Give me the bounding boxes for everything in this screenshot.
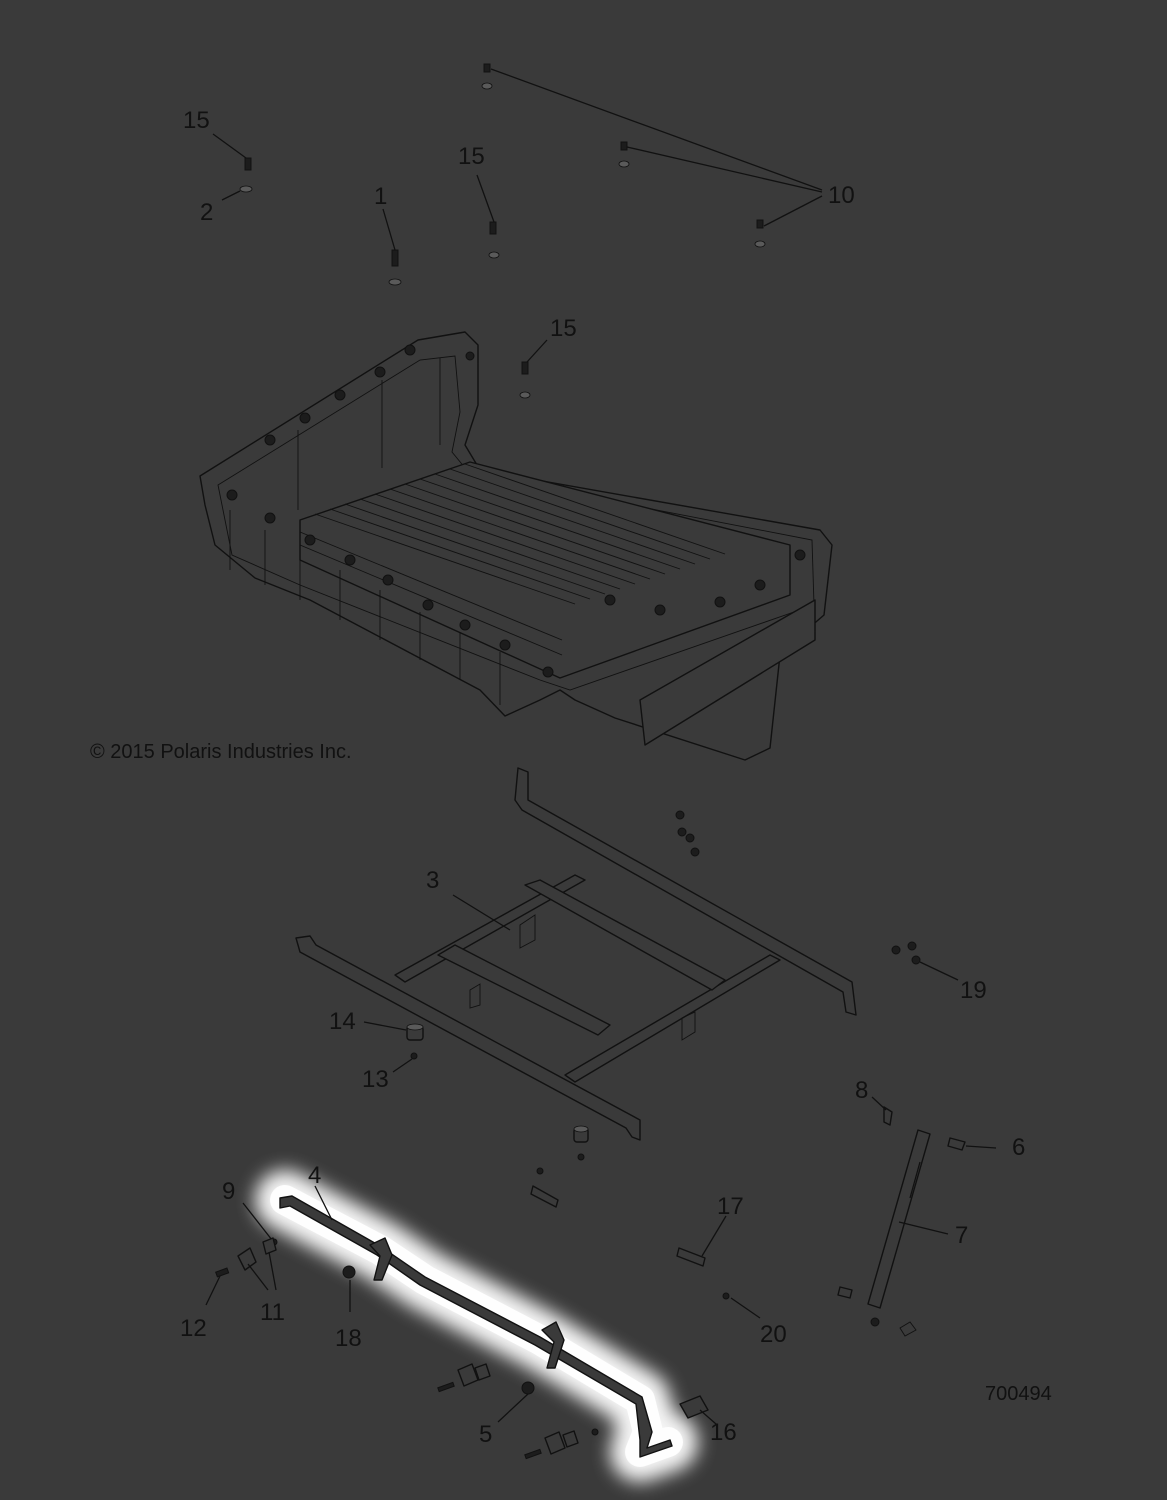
callout-2: 2 [200, 199, 213, 226]
floor-ribs [299, 463, 726, 656]
callout-5: 5 [479, 1421, 492, 1448]
bolt-15c [519, 361, 531, 399]
callout-12: 12 [180, 1315, 207, 1342]
callout-6: 6 [1012, 1134, 1025, 1161]
callout-13: 13 [362, 1066, 389, 1093]
bolt-15b [488, 221, 500, 259]
gas-strut-7 [867, 1129, 949, 1337]
callout-1: 1 [374, 183, 387, 210]
callout-20: 20 [760, 1321, 787, 1348]
frame-fasteners [675, 810, 700, 857]
callout-labels: 15 2 15 1 10 15 3 19 14 13 8 6 4 9 17 7 … [180, 107, 1025, 1448]
screw-13 [410, 1052, 418, 1060]
callout-4: 4 [308, 1162, 321, 1189]
callout-11: 11 [260, 1299, 285, 1326]
front-wall [229, 510, 501, 705]
callout-15: 15 [458, 143, 485, 170]
callout-10: 10 [828, 182, 855, 209]
latch-hardware-right [437, 1363, 717, 1460]
washer-2 [239, 185, 253, 193]
bumper-center [573, 1125, 589, 1161]
callout-15: 15 [550, 315, 577, 342]
pin-center [530, 1167, 559, 1208]
sub-frame [295, 767, 857, 1141]
bumper-14 [406, 1023, 424, 1041]
back-wall [297, 358, 441, 510]
callout-14: 14 [329, 1008, 356, 1035]
latch-hardware-left [205, 1202, 356, 1312]
bolt-10a [481, 63, 493, 90]
callout-9: 9 [222, 1178, 235, 1205]
callout-7: 7 [955, 1222, 968, 1249]
bolt-15a [244, 157, 252, 171]
bolt-10b [618, 141, 630, 168]
pin-8 [883, 1106, 893, 1126]
bolt-10c [754, 219, 766, 248]
rim-holes [226, 344, 806, 678]
callout-8: 8 [855, 1077, 868, 1104]
fastener-group-top [212, 63, 823, 399]
clip-20 [722, 1292, 730, 1300]
pin-17 [676, 1247, 706, 1267]
callout-3: 3 [426, 867, 439, 894]
callout-15: 15 [183, 107, 210, 134]
callout-16: 16 [710, 1419, 737, 1446]
copyright-notice: © 2015 Polaris Industries Inc. [90, 741, 352, 763]
callout-19: 19 [960, 977, 987, 1004]
latch-rod-4 [279, 1195, 673, 1458]
cargo-box [199, 331, 833, 761]
fasteners-19 [891, 941, 959, 981]
pin-small [837, 1286, 853, 1299]
pin-6 [947, 1137, 966, 1151]
diagram-number: 700494 [985, 1383, 1052, 1405]
callout-17: 17 [717, 1193, 744, 1220]
callout-18: 18 [335, 1325, 362, 1352]
bolt-1 [388, 249, 402, 286]
